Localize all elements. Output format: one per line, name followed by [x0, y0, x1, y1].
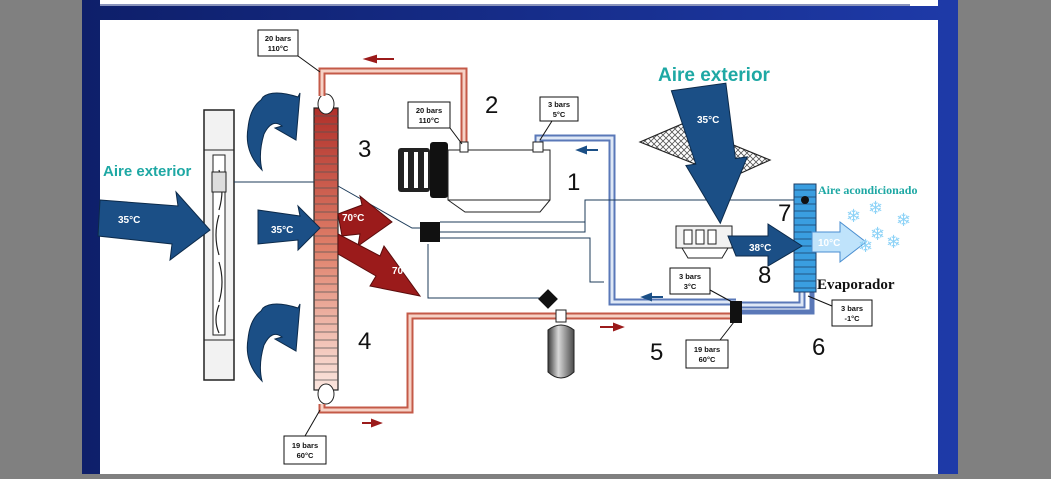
svg-text:❄: ❄ [846, 206, 861, 226]
temp-hot-1: 70°C [342, 213, 364, 224]
svg-text:19 bars: 19 bars [292, 441, 318, 450]
snowflakes: ❄❄❄ ❄❄❄ [846, 198, 911, 256]
temp-top-in: 35°C [697, 115, 719, 126]
svg-text:❄: ❄ [868, 198, 883, 218]
number-8: 8 [758, 262, 771, 289]
condenser-inlet-arrow [257, 204, 321, 252]
number-3: 3 [358, 136, 371, 163]
flow-arrows-blue [575, 145, 663, 302]
pressure-callouts: 20 bars 110°C 20 bars 110°C 3 bars 5°C 3… [257, 29, 873, 465]
callout-comp-out: 20 bars 110°C [407, 101, 463, 145]
svg-text:3 bars: 3 bars [679, 272, 701, 281]
svg-text:110°C: 110°C [268, 44, 289, 53]
fan-inlet-arrow [97, 190, 211, 262]
svg-text:3 bars: 3 bars [841, 304, 863, 313]
callout-cond-in: 20 bars 110°C [257, 29, 321, 73]
svg-text:20 bars: 20 bars [416, 106, 442, 115]
svg-text:5°C: 5°C [553, 110, 566, 119]
high-pressure-lines [318, 67, 736, 414]
svg-text:3°C: 3°C [684, 282, 697, 291]
compressor [398, 141, 551, 213]
number-4: 4 [358, 328, 371, 355]
svg-text:20 bars: 20 bars [265, 34, 291, 43]
svg-text:60°C: 60°C [297, 451, 314, 460]
svg-text:❄: ❄ [858, 236, 873, 256]
expansion-valve [730, 301, 742, 323]
top-inlet-arrow [670, 82, 749, 225]
callout-cond-out: 19 bars 60°C [283, 409, 327, 465]
curved-arrow-bottom [246, 303, 301, 383]
arrow-temps: 35°C 35°C 70°C 70°C 35°C 38°C 10°C [118, 115, 840, 277]
temp-evap-in: 38°C [749, 243, 771, 254]
svg-text:60°C: 60°C [699, 355, 716, 364]
hot-arrow-1 [337, 194, 393, 248]
air-arrows [97, 82, 803, 383]
callout-valve-out: 3 bars 3°C [669, 267, 733, 303]
svg-text:3 bars: 3 bars [548, 100, 570, 109]
condenser [313, 93, 339, 405]
top-rule [100, 0, 938, 6]
hot-air-arrows [337, 54, 625, 428]
cool-air-arrow [811, 220, 867, 264]
label-evaporador: Evaporador [817, 277, 895, 293]
number-1: 1 [567, 169, 580, 196]
curved-arrow-top [246, 92, 301, 172]
label-aire-acondicionado: Aire acondicionado [818, 183, 917, 197]
callout-valve-in: 19 bars 60°C [685, 321, 735, 369]
fan [203, 109, 235, 381]
svg-text:❄: ❄ [870, 224, 885, 244]
low-pressure-lines [534, 134, 815, 315]
svg-text:-1°C: -1°C [844, 314, 860, 323]
svg-text:❄: ❄ [886, 232, 901, 252]
temp-evap-out: 10°C [818, 238, 840, 249]
svg-text:110°C: 110°C [419, 116, 440, 125]
svg-text:❄: ❄ [896, 210, 911, 230]
callout-comp-in: 3 bars 5°C [539, 96, 579, 141]
hot-arrow-2 [337, 233, 422, 297]
evaporator-inlet-arrow [727, 223, 803, 267]
label-aire-exterior-top: Aire exterior [658, 65, 771, 86]
temp-cond-in: 35°C [271, 225, 293, 236]
label-aire-exterior-left: Aire exterior [103, 163, 192, 180]
blower [675, 225, 733, 259]
svg-text:19 bars: 19 bars [694, 345, 720, 354]
number-7: 7 [778, 200, 791, 227]
temp-fan-in: 35°C [118, 215, 140, 226]
component-numbers: 1 2 3 4 5 6 7 8 [358, 92, 825, 366]
number-5: 5 [650, 339, 663, 366]
pressure-switch [420, 222, 440, 242]
receiver-drier [538, 289, 575, 379]
callout-evap-out: 3 bars -1°C [807, 295, 873, 327]
number-2: 2 [485, 92, 498, 119]
temp-hot-2: 70°C [392, 266, 414, 277]
number-6: 6 [812, 334, 825, 361]
